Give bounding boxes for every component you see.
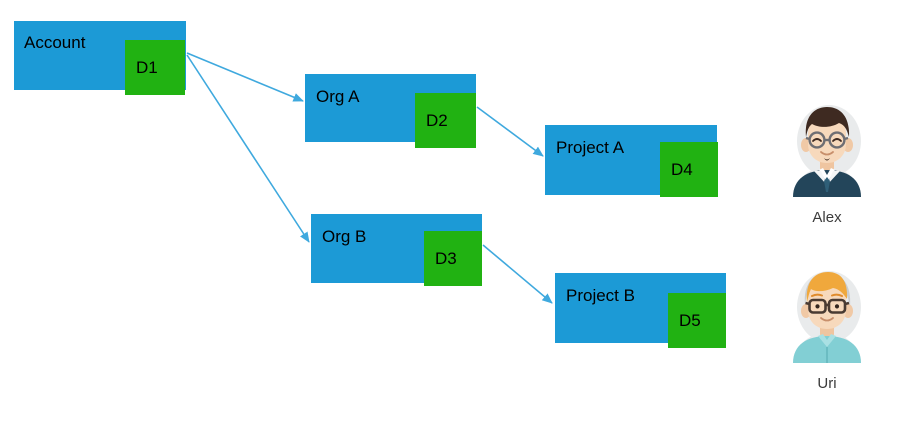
person-alex-name: Alex	[812, 209, 842, 226]
node-project-b[interactable]: Project B D5	[555, 273, 726, 363]
node-org-b-badge-label: D3	[435, 248, 457, 268]
node-project-a-badge[interactable]: D4	[660, 142, 718, 197]
node-org-b-label: Org B	[322, 227, 367, 246]
node-project-b-label: Project B	[566, 286, 635, 305]
node-org-b[interactable]: Org B D3	[311, 214, 482, 302]
edge-org-b-to-project-b	[482, 244, 553, 304]
edge-account-to-org-b	[186, 54, 310, 243]
node-account-label: Account	[24, 33, 86, 52]
avatar-alex-icon	[781, 97, 873, 197]
person-alex[interactable]: Alex	[777, 97, 877, 226]
node-org-a[interactable]: Org A D2	[305, 74, 476, 162]
node-project-b-badge-label: D5	[679, 310, 701, 330]
avatar-uri-icon	[781, 263, 873, 363]
node-org-a-badge-label: D2	[426, 110, 448, 130]
node-account[interactable]: Account D1	[14, 21, 186, 109]
node-account-badge[interactable]: D1	[125, 40, 185, 95]
node-project-a-label: Project A	[556, 138, 625, 157]
node-project-a[interactable]: Project A D4	[545, 125, 718, 215]
node-org-a-label: Org A	[316, 87, 360, 106]
edge-account-to-org-a	[186, 52, 304, 102]
node-org-b-badge[interactable]: D3	[424, 231, 482, 286]
person-uri[interactable]: Uri	[777, 263, 877, 392]
node-account-badge-label: D1	[136, 57, 158, 77]
person-uri-name: Uri	[817, 375, 837, 392]
node-org-a-badge[interactable]: D2	[415, 93, 476, 148]
node-project-a-badge-label: D4	[671, 159, 693, 179]
node-project-b-badge[interactable]: D5	[668, 293, 726, 348]
edge-org-a-to-project-a	[476, 106, 544, 157]
